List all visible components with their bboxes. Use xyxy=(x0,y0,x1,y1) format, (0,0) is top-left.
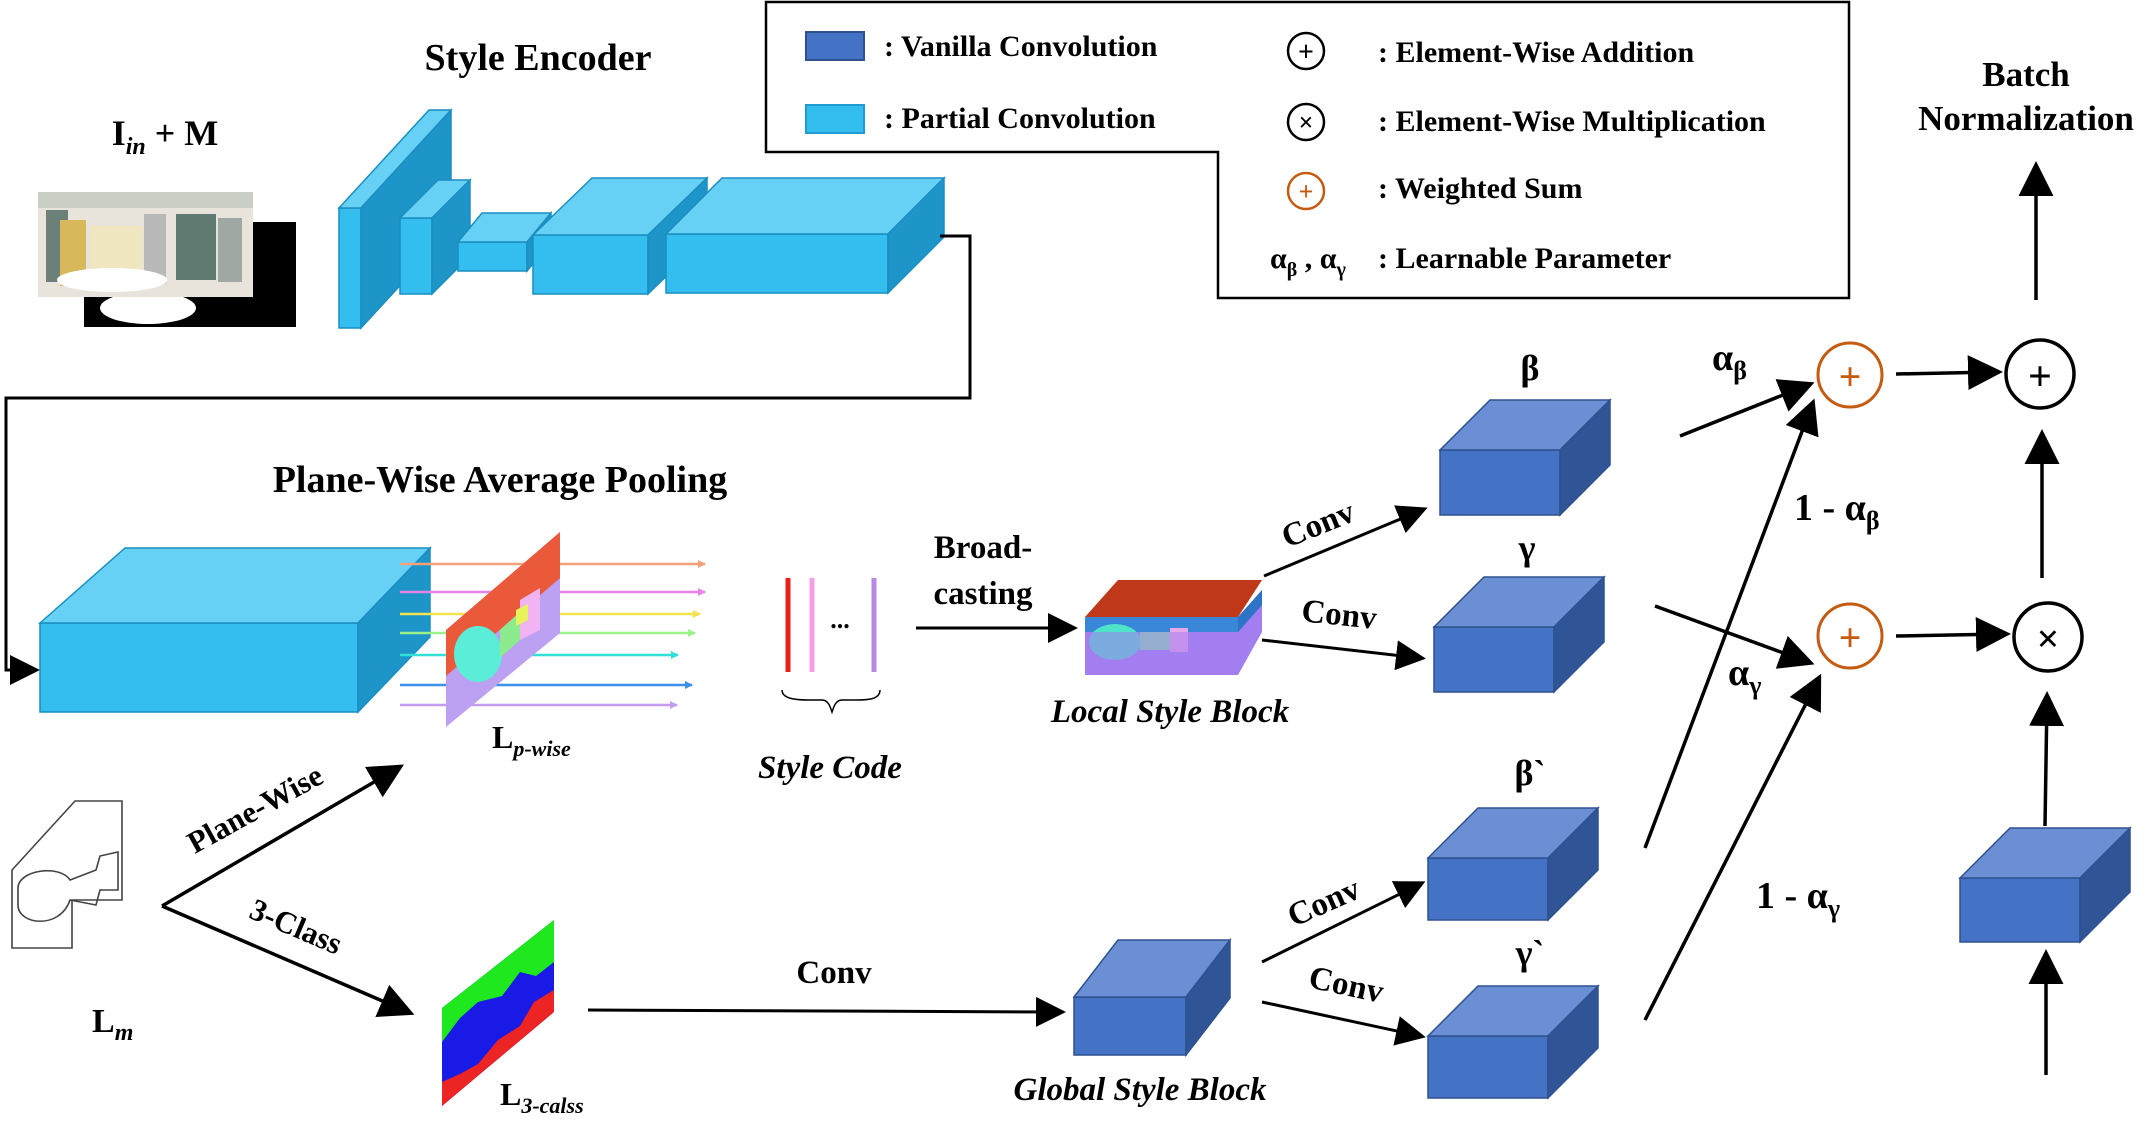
pooling-title: Plane-Wise Average Pooling xyxy=(273,459,728,501)
style-code-ellipsis: ... xyxy=(830,605,850,634)
style-encoder-title: Style Encoder xyxy=(425,37,652,79)
encoder-to-pooling-connector xyxy=(4,234,972,685)
conv-beta-prime-arrow xyxy=(1261,881,1426,964)
plane-wise-arrow xyxy=(161,764,405,908)
input-image xyxy=(38,192,296,327)
three-class-arrow-label: 3-Class xyxy=(245,891,347,961)
legend-addition-icon xyxy=(1286,31,1326,71)
legend-weighted-label: : Weighted Sum xyxy=(1378,172,1582,205)
legend-learnable-label: : Learnable Parameter xyxy=(1378,242,1671,275)
element-wise-addition xyxy=(2004,338,2076,410)
alpha-gamma-label: αγ xyxy=(1728,652,1761,700)
legend-vanilla-swatch xyxy=(805,31,865,61)
gamma-prime-to-wsum-arrow xyxy=(1643,673,1822,1021)
legend-vanilla-label: : Vanilla Convolution xyxy=(884,30,1158,63)
gamma-prime-block xyxy=(1426,984,1600,1100)
weighted-sum-gamma-symbol: + xyxy=(1839,615,1862,660)
beta-to-wsum-arrow xyxy=(1679,379,1815,438)
conv-main-label: Conv xyxy=(796,955,872,991)
legend-addition-symbol: + xyxy=(1298,37,1314,68)
style-encoder xyxy=(337,108,946,330)
gamma-to-wsum-arrow xyxy=(1654,604,1815,669)
wsum-gamma-to-mul-arrow xyxy=(1895,617,2011,653)
alpha-beta-label: αβ xyxy=(1712,337,1747,385)
three-class-label-map xyxy=(442,920,554,1106)
l3-class-label: L3-calss xyxy=(500,1076,584,1118)
legend-alpha-params: αβ , αγ xyxy=(1270,242,1347,281)
legend-weighted-symbol: + xyxy=(1299,177,1314,206)
pooling-feature-cube xyxy=(38,546,432,714)
conv-gamma-label: Conv xyxy=(1300,593,1379,637)
legend-weighted-sum-icon xyxy=(1286,171,1326,211)
weighted-sum-beta-symbol: + xyxy=(1839,354,1862,399)
input-title: Iin + M xyxy=(112,113,219,160)
beta-prime-label: β` xyxy=(1515,753,1546,793)
element-wise-multiplication-symbol: × xyxy=(2037,616,2060,661)
beta-block xyxy=(1438,398,1612,517)
wsum-beta-to-add-arrow xyxy=(1895,355,2003,391)
conv-gamma-prime-label: Conv xyxy=(1306,960,1388,1011)
weighted-sum-beta xyxy=(1816,341,1884,409)
local-style-block-label: Local Style Block xyxy=(1050,694,1290,730)
element-wise-multiplication xyxy=(2012,601,2084,673)
local-style-block xyxy=(1085,580,1262,675)
conv-beta-label: Conv xyxy=(1277,494,1361,556)
one-minus-alpha-gamma-label: 1 - αγ xyxy=(1756,875,1840,923)
batch-norm-title-line1: Batch xyxy=(1982,55,2070,94)
legend-multiplication-symbol: × xyxy=(1299,108,1314,137)
conv-gamma-arrow xyxy=(1261,638,1426,671)
conv-gamma-prime-arrow xyxy=(1261,1000,1426,1046)
conv-main-arrow xyxy=(587,996,1066,1027)
legend-multiplication-label: : Element-Wise Multiplication xyxy=(1378,105,1766,138)
gamma-block xyxy=(1432,575,1606,694)
plane-wise-arrow-label: Plane-Wise xyxy=(181,757,329,860)
beta-prime-block xyxy=(1426,806,1600,922)
gamma-prime-label: γ` xyxy=(1515,933,1545,973)
three-class-arrow xyxy=(161,904,415,1017)
feature-to-mul-arrow xyxy=(2029,691,2065,827)
gamma-label: γ xyxy=(1518,528,1536,568)
lm-label: Lm xyxy=(92,1003,133,1046)
weighted-sum-gamma xyxy=(1816,602,1884,670)
batch-norm-title-line2: Normalization xyxy=(1918,99,2134,138)
beta-label: β xyxy=(1521,348,1540,388)
broadcasting-label-2: casting xyxy=(934,576,1034,612)
legend-partial-label: : Partial Convolution xyxy=(884,102,1156,135)
style-code xyxy=(781,578,881,715)
broadcasting-label-1: Broad- xyxy=(934,530,1032,566)
legend: : Vanilla Convolution : Partial Convolut… xyxy=(764,0,1851,300)
lm-label-map xyxy=(11,800,123,949)
legend-partial-swatch xyxy=(805,104,865,134)
one-minus-alpha-beta-label: 1 - αβ xyxy=(1794,487,1880,535)
lp-wise-label: Lp-wise xyxy=(492,719,571,761)
plane-wise-label-map xyxy=(446,532,560,727)
legend-multiplication-icon xyxy=(1286,102,1326,142)
style-code-label: Style Code xyxy=(758,750,902,786)
input-feature-block xyxy=(1958,826,2132,944)
legend-addition-label: : Element-Wise Addition xyxy=(1378,36,1694,69)
global-style-block xyxy=(1072,937,1232,1058)
element-wise-addition-symbol: + xyxy=(2028,354,2052,400)
conv-beta-arrow xyxy=(1263,505,1428,578)
global-style-block-label: Global Style Block xyxy=(1014,1072,1267,1108)
conv-beta-prime-label: Conv xyxy=(1282,871,1366,935)
beta-prime-to-wsum-arrow xyxy=(1643,398,1819,849)
